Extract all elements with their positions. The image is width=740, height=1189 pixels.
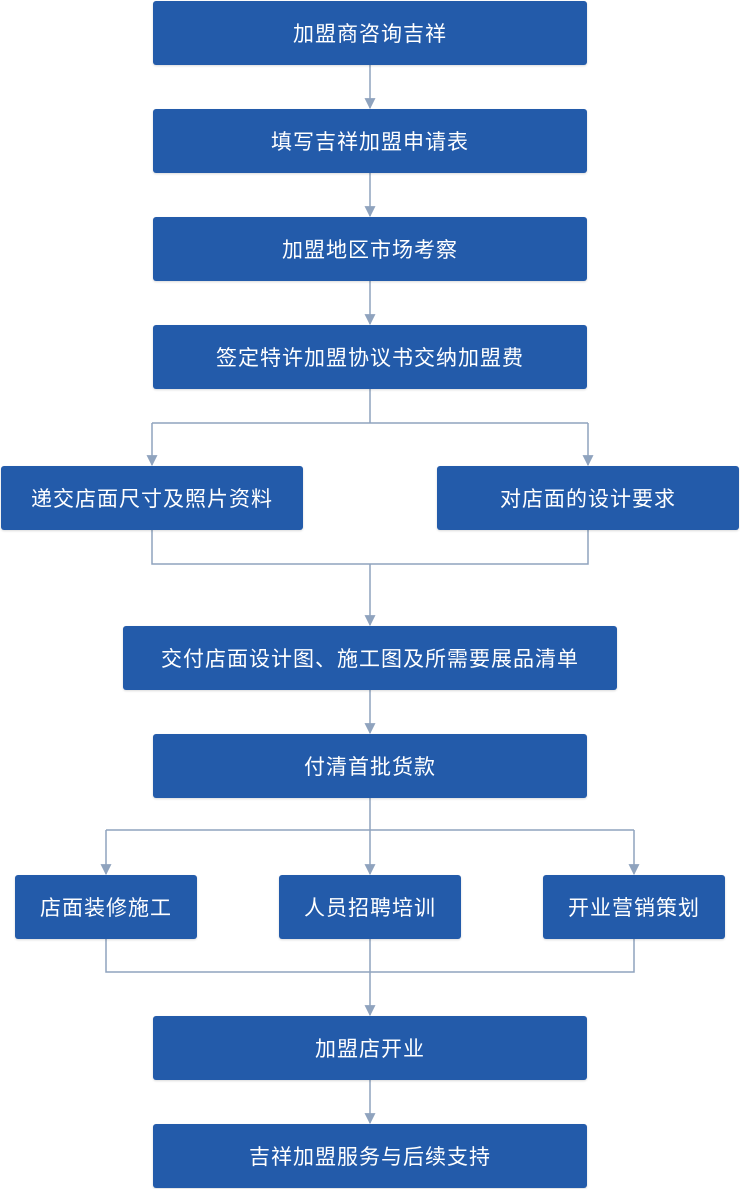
connector-n4-split (152, 389, 588, 424)
connector-n5-merge (151, 530, 370, 565)
connector-n8-split (106, 798, 634, 831)
step-store-design-requirements: 对店面的设计要求 (437, 466, 739, 530)
step-service-and-support: 吉祥加盟服务与后续支持 (153, 1124, 587, 1188)
connector-n6-merge (370, 530, 589, 565)
step-store-renovation: 店面装修施工 (15, 875, 197, 939)
step-fill-application-form: 填写吉祥加盟申请表 (153, 109, 587, 173)
step-sign-agreement-pay-fee: 签定特许加盟协议书交纳加盟费 (153, 325, 587, 389)
step-pay-first-goods: 付清首批货款 (153, 734, 587, 798)
step-store-opening: 加盟店开业 (153, 1016, 587, 1080)
connector-n11-merge (370, 939, 635, 973)
step-submit-store-size-photos: 递交店面尺寸及照片资料 (1, 466, 303, 530)
step-staff-recruitment-training: 人员招聘培训 (279, 875, 461, 939)
step-franchisee-inquiry: 加盟商咨询吉祥 (153, 1, 587, 65)
step-market-survey: 加盟地区市场考察 (153, 217, 587, 281)
step-deliver-design-drawings: 交付店面设计图、施工图及所需要展品清单 (123, 626, 617, 690)
step-opening-marketing-plan: 开业营销策划 (543, 875, 725, 939)
connector-n9-merge (105, 939, 370, 973)
